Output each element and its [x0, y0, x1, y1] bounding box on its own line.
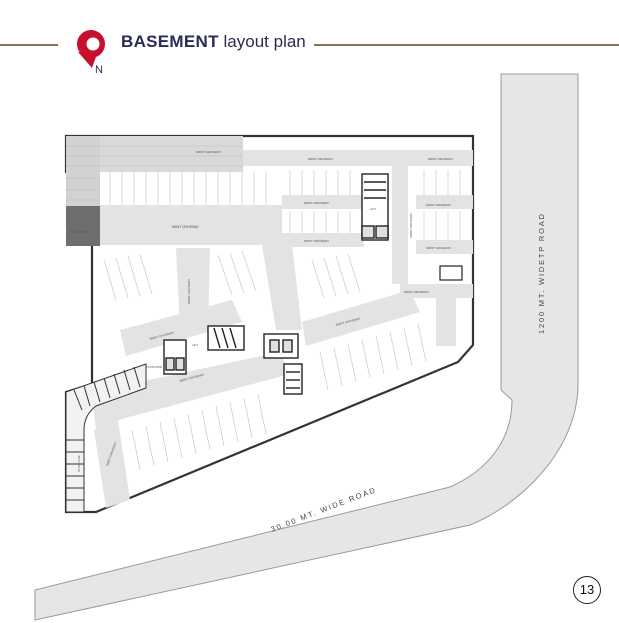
label-platform: PLATFORM	[70, 230, 87, 234]
label-driveway-lower-left: 6MWT DRIVEWAY	[149, 331, 174, 341]
east-road	[34, 73, 579, 621]
plan-labels: 6MWT DRIVEWAY 6MWT DRIVEWAY 6MWT DRIVEWA…	[70, 150, 453, 472]
label-stair: STAIRCASE	[77, 455, 81, 472]
title-bold: BASEMENT	[121, 32, 219, 51]
label-driveway-top-right: 6MWT DRIVEWAY	[428, 157, 453, 161]
core-lift-2	[163, 325, 245, 375]
label-driveway-right-3: 6MWT DRIVEWAY	[404, 290, 429, 294]
north-label: N	[95, 64, 103, 76]
north-pin-icon	[76, 30, 105, 68]
east-road-label: 1200 MT. WIDETP ROAD	[537, 212, 546, 334]
label-driveway-mid-1: 6MWT DRIVEWAY	[304, 201, 329, 205]
header-rule-right	[314, 44, 619, 46]
building-outline	[64, 134, 475, 514]
label-driveway-mid-2: 6MWT DRIVEWAY	[304, 239, 329, 243]
label-lift-1: LIFT	[370, 207, 376, 211]
label-driveway-right-1: 6MWT DRIVEWAY	[426, 203, 451, 207]
ramp-top-left	[66, 136, 243, 206]
label-driveway-top: 6MWT DRIVEWAY	[308, 157, 333, 161]
label-top-ramp: 6MWT DRIVEWAY	[196, 150, 221, 154]
parking-stalls	[103, 170, 461, 471]
curved-staircase	[65, 363, 147, 513]
label-driveway-lower-right: 6MWT DRIVEWAY	[335, 317, 360, 327]
header-rule-left	[0, 44, 58, 46]
label-platform-2: PLATFORM	[146, 365, 163, 369]
page-number: 13	[573, 576, 601, 604]
label-driveway-vertical: 6MWT DRIVEWAY	[409, 213, 413, 238]
core-lift-3	[263, 333, 303, 395]
label-driveway-main: 6MWT DRIVEWAY	[172, 225, 200, 229]
label-driveway-bottom: 6MWT DRIVEWAY	[179, 373, 204, 383]
platform-block	[66, 206, 100, 246]
label-lift-2: LIFT	[192, 343, 198, 347]
driveways	[92, 150, 473, 508]
small-core-east	[439, 265, 463, 281]
core-lift-1	[361, 173, 389, 241]
title-rest: layout plan	[223, 32, 306, 51]
page-title: BASEMENT layout plan	[121, 32, 306, 52]
label-driveway-left-ramp: 6MWT DRIVEWAY	[187, 279, 191, 304]
label-driveway-right-2: 6MWT DRIVEWAY	[426, 246, 451, 250]
